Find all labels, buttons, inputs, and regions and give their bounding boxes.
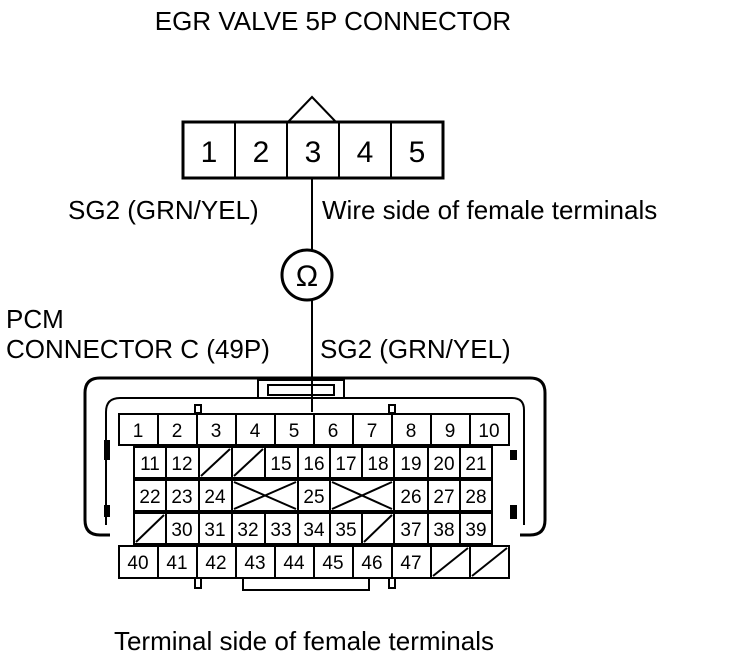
- egr-connector-key: [285, 95, 339, 123]
- pcm-pin-6: 6: [328, 421, 339, 442]
- pcm-pin-23: 23: [171, 487, 192, 508]
- pcm-pin-33: 33: [270, 520, 291, 541]
- pcm-empty-cavity: [135, 514, 165, 543]
- pcm-pin-32: 32: [237, 520, 258, 541]
- pcm-pin-28: 28: [465, 487, 486, 508]
- pcm-pin-41: 41: [166, 553, 187, 574]
- pcm-pin-10: 10: [478, 421, 499, 442]
- pcm-pin-34: 34: [303, 520, 325, 541]
- pcm-pin-1: 1: [133, 421, 144, 442]
- pcm-pin-18: 18: [367, 454, 388, 475]
- pcm-row-2: 11 12 15 16 17 18 19 20 21: [133, 446, 493, 479]
- pcm-pin-47: 47: [400, 553, 421, 574]
- egr-pin-1: 1: [201, 136, 218, 169]
- diagram-title: EGR VALVE 5P CONNECTOR: [155, 6, 511, 36]
- pcm-pin-44: 44: [283, 553, 305, 574]
- pcm-pin-15: 15: [270, 454, 291, 475]
- pcm-pin-21: 21: [465, 454, 486, 475]
- pcm-pin-24: 24: [204, 487, 226, 508]
- pcm-pin-43: 43: [244, 553, 265, 574]
- pcm-pin-11: 11: [140, 454, 160, 475]
- pcm-pin-40: 40: [127, 553, 148, 574]
- pcm-empty-cavity: [363, 514, 393, 543]
- pcm-pin-2: 2: [172, 421, 183, 442]
- pcm-pin-39: 39: [465, 520, 486, 541]
- pcm-pin-7: 7: [367, 421, 378, 442]
- pcm-pin-26: 26: [400, 487, 421, 508]
- pcm-pin-20: 20: [433, 454, 454, 475]
- pcm-pin-38: 38: [433, 520, 454, 541]
- pcm-empty-cavity: [471, 547, 508, 577]
- egr-connector: 1 2 3 4 5: [181, 95, 445, 180]
- pcm-row-3: 22 23 24 25 26 27 28: [133, 479, 493, 512]
- pcm-empty-cavity: [200, 448, 231, 477]
- pcm-pin-37: 37: [400, 520, 421, 541]
- pcm-empty-cavity: [233, 448, 264, 477]
- wire-side-label: Wire side of female terminals: [322, 195, 657, 225]
- pcm-row-1: 1 2 3 4 5 6 7 8 9 10: [118, 413, 510, 446]
- pcm-pin-25: 25: [303, 487, 324, 508]
- pcm-pin-9: 9: [445, 421, 456, 442]
- pcm-pin-16: 16: [303, 454, 324, 475]
- pcm-row-5: 40 41 42 43 44 45 46 47: [118, 545, 510, 579]
- pcm-pin-45: 45: [322, 553, 343, 574]
- egr-pin-4: 4: [357, 136, 374, 169]
- egr-pin-5: 5: [409, 136, 426, 169]
- pcm-pin-12: 12: [171, 454, 192, 475]
- pcm-pin-8: 8: [406, 421, 417, 442]
- pcm-label: PCM: [6, 304, 64, 334]
- pcm-pin-22: 22: [139, 487, 160, 508]
- pcm-pin-42: 42: [205, 553, 226, 574]
- wire-label-top: SG2 (GRN/YEL): [68, 195, 259, 225]
- connector-c-label: CONNECTOR C (49P): [6, 334, 270, 364]
- pcm-pin-30: 30: [171, 520, 192, 541]
- egr-pin-3: 3: [305, 136, 322, 169]
- pcm-row-4: 30 31 32 33 34 35 37 38 39: [133, 512, 493, 545]
- pcm-pin-35: 35: [335, 520, 356, 541]
- pcm-empty-cavity: [432, 547, 469, 577]
- wire-label-bottom: SG2 (GRN/YEL): [320, 334, 511, 364]
- pcm-pin-27: 27: [433, 487, 454, 508]
- pcm-pin-3: 3: [211, 421, 222, 442]
- pcm-pin-17: 17: [335, 454, 356, 475]
- pcm-pin-19: 19: [400, 454, 421, 475]
- ohmmeter-icon: [280, 248, 334, 302]
- terminal-side-label: Terminal side of female terminals: [114, 626, 494, 656]
- pcm-pin-5: 5: [289, 421, 300, 442]
- pcm-pin-46: 46: [361, 553, 382, 574]
- pcm-pin-4: 4: [250, 421, 261, 442]
- egr-pin-2: 2: [253, 136, 270, 169]
- pcm-pin-31: 31: [204, 520, 225, 541]
- ohmmeter-symbol: Ω: [296, 260, 318, 293]
